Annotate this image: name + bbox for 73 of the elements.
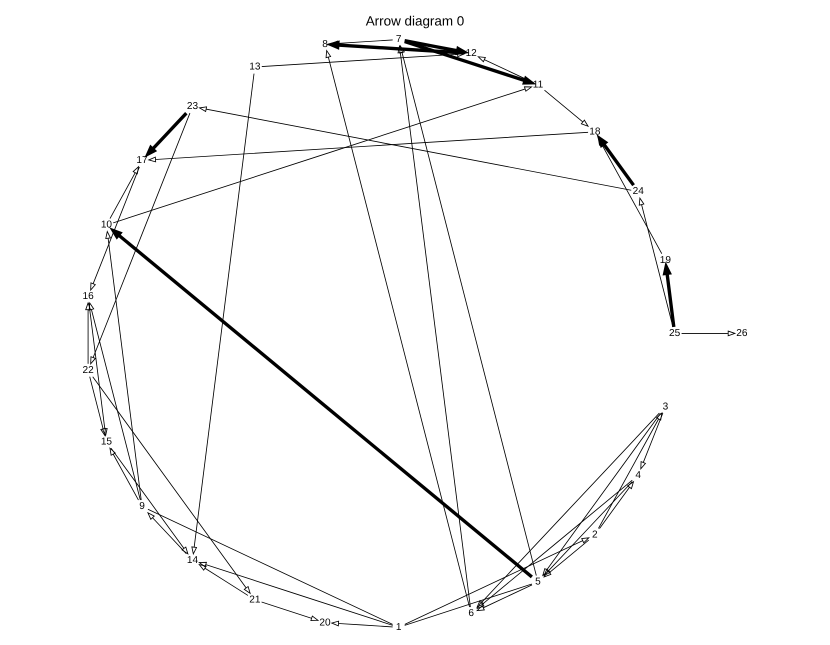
node-text: 22 bbox=[82, 364, 94, 376]
connector bbox=[404, 584, 532, 626]
node-text: 1 bbox=[396, 622, 402, 633]
node-text: 12 bbox=[466, 48, 477, 60]
arrow bbox=[404, 537, 590, 625]
arrow bbox=[640, 412, 664, 470]
arrow bbox=[596, 134, 635, 186]
arrow bbox=[191, 73, 254, 556]
arrow bbox=[144, 112, 188, 158]
node-text: 5 bbox=[535, 576, 541, 588]
node-text: 7 bbox=[396, 34, 402, 46]
arrow bbox=[110, 448, 189, 555]
node-text: 15 bbox=[100, 436, 112, 448]
node-text: 6 bbox=[468, 608, 474, 620]
arrow bbox=[198, 564, 248, 596]
arrow bbox=[326, 49, 470, 608]
arrow bbox=[476, 480, 633, 610]
arrow bbox=[89, 376, 106, 437]
arrow bbox=[326, 40, 464, 55]
node-text: 24 bbox=[632, 186, 644, 198]
connector bbox=[148, 508, 394, 625]
arrow bbox=[662, 262, 676, 328]
node-text: 20 bbox=[319, 617, 331, 628]
arrow bbox=[599, 480, 634, 530]
arrow bbox=[148, 132, 588, 162]
arrow bbox=[198, 106, 632, 191]
arrow bbox=[476, 584, 532, 612]
node-text: 23 bbox=[186, 101, 198, 112]
arrow bbox=[404, 40, 536, 85]
arrow bbox=[109, 227, 533, 578]
arrow bbox=[90, 166, 140, 292]
arrow bbox=[261, 51, 466, 67]
arrow bbox=[476, 412, 660, 608]
arrow bbox=[92, 376, 251, 594]
arrow bbox=[543, 481, 633, 576]
node-text: 14 bbox=[186, 554, 198, 566]
arrow bbox=[543, 540, 590, 578]
arrow bbox=[112, 86, 533, 224]
arrow bbox=[542, 412, 661, 576]
node-text: 21 bbox=[249, 594, 260, 606]
node-text: 19 bbox=[660, 254, 671, 266]
arrow bbox=[404, 39, 470, 56]
arrow bbox=[638, 196, 674, 328]
arrow bbox=[261, 602, 320, 621]
node-text: 2 bbox=[592, 530, 598, 541]
arrow bbox=[399, 44, 537, 576]
node-text: 8 bbox=[322, 38, 328, 50]
arrow bbox=[105, 230, 142, 500]
arrow bbox=[109, 447, 139, 500]
node-text: 9 bbox=[139, 501, 145, 512]
arrow bbox=[598, 412, 662, 529]
node-text: 25 bbox=[669, 328, 680, 340]
arrow bbox=[198, 562, 394, 626]
node-text: 4 bbox=[635, 470, 642, 481]
arrow bbox=[88, 302, 108, 437]
node-text: 10 bbox=[100, 220, 112, 231]
arrow bbox=[544, 90, 590, 128]
arrow bbox=[85, 302, 92, 364]
arrow bbox=[681, 330, 736, 336]
arrow bbox=[147, 512, 187, 554]
arrow bbox=[598, 137, 662, 254]
node-text: 13 bbox=[249, 62, 260, 73]
arrow bbox=[330, 620, 394, 628]
arrow bbox=[397, 44, 471, 608]
arrow bbox=[88, 302, 141, 500]
arrow bbox=[110, 166, 140, 220]
node-text: 18 bbox=[589, 126, 600, 138]
diagram-title: Arrow diagram 0 bbox=[366, 14, 464, 29]
node-text: 11 bbox=[532, 79, 544, 90]
node-text: 16 bbox=[82, 291, 94, 302]
arrow bbox=[90, 112, 190, 365]
node-text: 26 bbox=[736, 328, 748, 340]
node-text: 3 bbox=[662, 401, 668, 412]
